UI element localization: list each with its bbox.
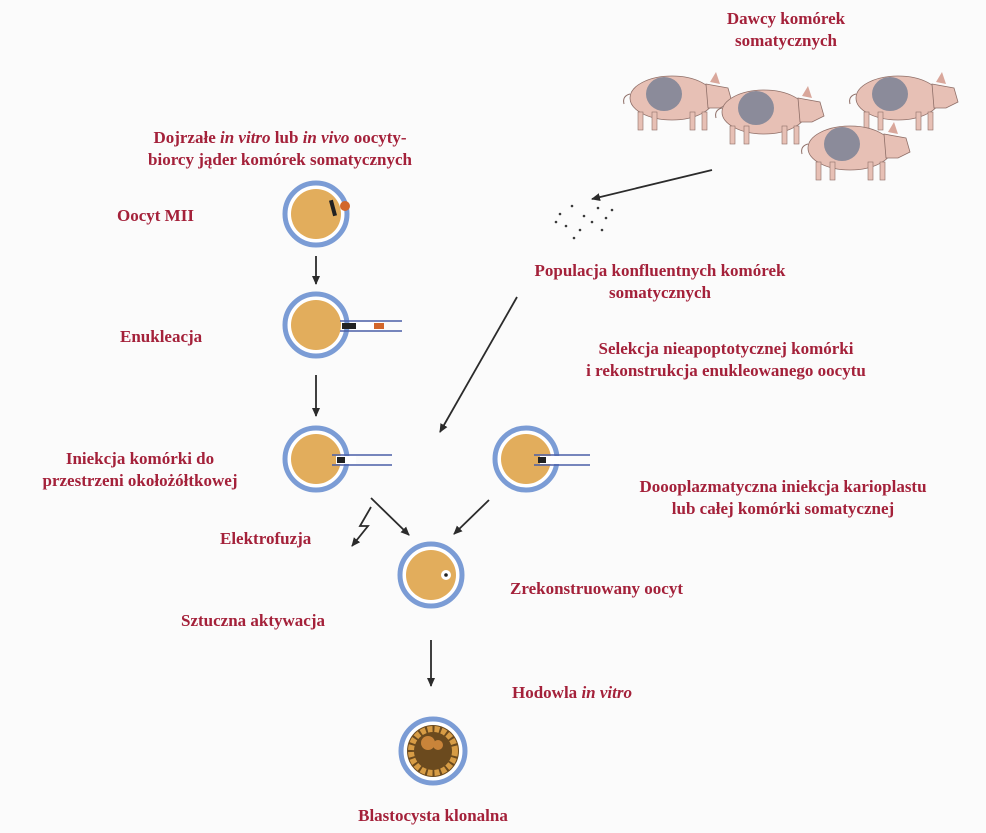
arrow-to-reconstructed <box>453 499 490 535</box>
reconstructed-label: Zrekonstruowany oocyt <box>510 579 683 598</box>
oocyte-mii-label: Oocyt MII <box>117 206 194 225</box>
pig-icon <box>849 71 959 131</box>
somatic-cells-dots <box>554 204 614 240</box>
donors-label-line1: Dawcy komórek <box>726 9 846 28</box>
population-label-line2: somatycznych <box>609 283 711 302</box>
donors-label: Dawcy komórek somatycznych <box>686 8 886 52</box>
recipients-label-line2: biorcy jąder komórek somatycznych <box>148 150 412 169</box>
oocyte-cytoplasmic-injection <box>492 425 590 493</box>
cytoplasmic-label-line2: lub całej komórki somatycznej <box>671 499 895 518</box>
pig-icon <box>715 85 825 145</box>
arrow-to-cells <box>591 169 713 202</box>
blastocyst <box>398 716 468 786</box>
oocyte-injection-perivitelline <box>282 425 392 493</box>
arrow-to-reconstructed <box>370 497 410 536</box>
oocyte-reconstructed <box>397 541 465 609</box>
pig-donors-group <box>623 71 959 181</box>
oocyte-enucleation <box>282 291 402 359</box>
recipients-label: Dojrzałe in vitro lub in vivo oocyty- bi… <box>80 127 480 171</box>
population-label: Populacja konfluentnych komórek somatycz… <box>480 260 840 304</box>
selection-label-line1: Selekcja nieapoptotycznej komórki <box>598 339 854 358</box>
donors-label-line2: somatycznych <box>735 31 837 50</box>
population-label-line1: Populacja konfluentnych komórek <box>534 261 786 280</box>
selection-label-line2: i rekonstrukcja enukleowanego oocytu <box>586 361 866 380</box>
selection-label: Selekcja nieapoptotycznej komórki i reko… <box>526 338 926 382</box>
activation-label: Sztuczna aktywacja <box>181 611 326 630</box>
electrofusion-label: Elektrofuzja <box>220 529 312 548</box>
pig-icon <box>801 121 911 181</box>
cytoplasmic-label-line1: Doooplazmatyczna iniekcja karioplastu <box>639 477 927 496</box>
injection-label: Iniekcja komórki do przestrzeni okołożół… <box>0 448 280 492</box>
culture-label: Hodowla in vitro <box>512 683 632 702</box>
injection-label-line2: przestrzeni okołożółtkowej <box>42 471 238 490</box>
cytoplasmic-injection-label: Doooplazmatyczna iniekcja karioplastu lu… <box>588 476 978 520</box>
blastocyst-label: Blastocysta klonalna <box>358 806 508 825</box>
enucleation-label: Enukleacja <box>120 327 203 346</box>
arrow-to-reconstruction <box>439 296 518 433</box>
injection-label-line1: Iniekcja komórki do <box>65 449 215 468</box>
pig-icon <box>623 71 733 131</box>
oocyte-mii <box>282 180 350 248</box>
lightning-icon <box>351 506 372 547</box>
recipients-label-line1: Dojrzałe in vitro lub in vivo oocyty- <box>153 128 407 147</box>
flow-arrows <box>312 169 713 687</box>
